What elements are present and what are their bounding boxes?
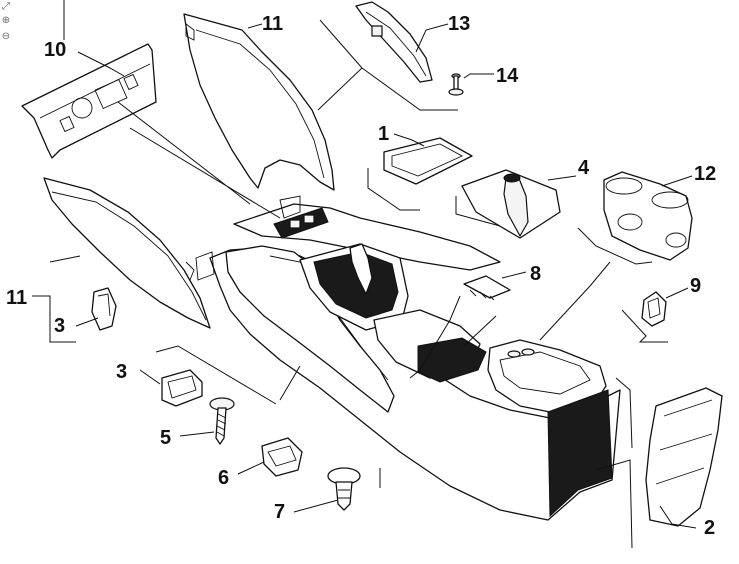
callout-6: 6	[218, 467, 229, 489]
part-1-pad[interactable]	[383, 137, 473, 185]
callout-3-upper: 3	[54, 315, 65, 337]
callout-1: 1	[378, 123, 389, 145]
part-4-gear-boot[interactable]	[461, 169, 561, 239]
part-3-clip-upper[interactable]	[91, 287, 117, 331]
callout-7: 7	[274, 501, 285, 523]
zoom-out-icon[interactable]: ⊖	[1, 31, 11, 42]
callout-14: 14	[496, 65, 519, 87]
part-5-screw[interactable]	[209, 397, 235, 445]
fit-page-icon[interactable]: ⤢	[2, 1, 10, 12]
part-9-clip[interactable]	[641, 291, 667, 327]
center-console-body[interactable]	[195, 195, 621, 521]
part-2-end-cap[interactable]	[645, 387, 723, 527]
callout-9: 9	[690, 275, 701, 297]
leader-lines	[32, 0, 697, 549]
part-7-push-pin[interactable]	[327, 467, 361, 511]
callout-4: 4	[578, 157, 590, 179]
callout-11-lower: 11	[6, 287, 27, 309]
zoom-in-icon[interactable]: ⊕	[1, 15, 11, 26]
callout-2: 2	[704, 517, 715, 539]
callout-3-lower: 3	[116, 361, 127, 383]
part-12-cup-holder[interactable]	[603, 171, 693, 261]
callout-13: 13	[448, 13, 470, 35]
part-3-clip-lower[interactable]	[161, 369, 203, 407]
part-10-switch-panel[interactable]	[21, 43, 157, 159]
callout-5: 5	[160, 427, 171, 449]
part-6-nut-clip[interactable]	[261, 437, 303, 477]
callout-12: 12	[694, 163, 716, 185]
part-11-lower-side-panel[interactable]	[43, 177, 211, 329]
part-8-insert[interactable]	[463, 275, 511, 301]
part-14-bolt[interactable]	[448, 73, 464, 96]
part-13-trim-piece[interactable]	[355, 1, 433, 83]
callout-8: 8	[530, 263, 541, 285]
part-11-upper-side-panel[interactable]	[183, 13, 335, 191]
callout-11-upper: 11	[262, 13, 283, 35]
callout-10: 10	[44, 39, 66, 61]
callout-labels: 11 10 13 14 1 4 12 8 9 11 3 3 5 6 7 2	[6, 13, 716, 539]
